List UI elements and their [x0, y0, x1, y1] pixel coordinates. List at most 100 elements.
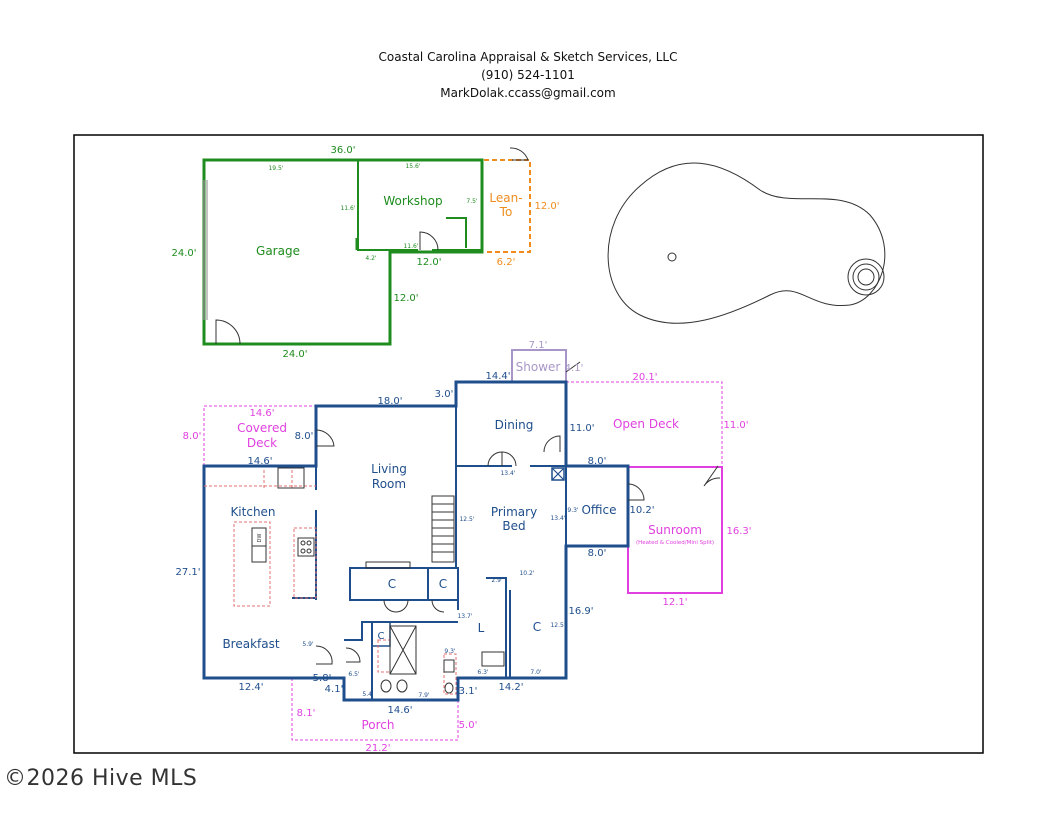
label-workshop: Workshop — [383, 194, 442, 208]
workshop-door — [419, 231, 439, 251]
dim-house-bottom-right: 14.2' — [498, 682, 523, 693]
dim-step-a: 5.8' — [313, 673, 332, 684]
dim-covered-top: 14.6' — [249, 408, 274, 419]
dim-primary-right: 13.4' — [550, 515, 565, 522]
dim-shower-right: 4.1' — [565, 363, 584, 374]
appliances — [251, 467, 505, 694]
dim-primary-bottom: 10.2' — [519, 570, 534, 577]
house — [202, 380, 630, 702]
dim-workshop-inner-right: 7.5' — [466, 198, 478, 205]
refrigerator-icon — [277, 467, 305, 489]
dim-bath-inner: 9.3' — [444, 648, 456, 655]
dim-lean-to-right: 12.0' — [534, 201, 559, 212]
toilet-icon — [380, 679, 392, 693]
garage-building — [202, 158, 484, 346]
dim-stairs-inner: 12.5' — [459, 516, 474, 523]
dim-open-deck-bottom: 8.0' — [588, 456, 607, 467]
dim-closet-right: 12.5' — [550, 622, 565, 629]
label-covered-deck-2: Deck — [247, 436, 277, 450]
label-primary-1: Primary — [491, 505, 537, 519]
interior-walls — [292, 406, 567, 700]
label-laundry: L — [478, 621, 485, 635]
ac-unit-icon — [551, 467, 565, 481]
label-primary-2: Bed — [502, 519, 525, 533]
dim-office-right: 10.2' — [629, 505, 654, 516]
dim-hall-small: 2.9' — [491, 577, 503, 584]
dim-sunroom-right: 16.3' — [726, 526, 751, 537]
dim-garage-top: 36.0' — [330, 145, 355, 156]
dim-house-left: 27.1' — [175, 567, 200, 578]
dim-bath-left: 13.7' — [457, 613, 472, 620]
label-dining: Dining — [495, 418, 534, 432]
label-closet-4: C — [378, 631, 385, 642]
dim-step-c: 3.1' — [459, 686, 478, 697]
label-office: Office — [581, 503, 616, 517]
pool-outline — [607, 162, 886, 324]
garage-entry-door — [215, 319, 241, 345]
fireplace — [365, 561, 411, 569]
dim-bath-bottom: 14.6' — [387, 705, 412, 716]
dim-closet-bottom: 7.0' — [530, 669, 542, 676]
garage-outline — [202, 158, 484, 346]
dim-office-bottom: 8.0' — [588, 548, 607, 559]
lean-to — [484, 159, 531, 253]
decks — [203, 381, 723, 741]
label-garage: Garage — [256, 244, 300, 258]
dimension-labels: 36.0' 24.0' 24.0' 12.0' 12.0' 19.5' 15.6… — [171, 145, 751, 754]
dim-breakfast-side: 5.9' — [302, 641, 314, 648]
label-living-1: Living — [371, 462, 407, 476]
covered-deck-outline — [203, 405, 316, 466]
label-sunroom: Sunroom — [648, 523, 702, 537]
stairs — [431, 495, 455, 563]
pool-drain-icon — [667, 252, 677, 262]
label-kitchen: Kitchen — [230, 505, 275, 519]
washer-dryer-icon — [481, 651, 505, 667]
cooktop-icon — [297, 537, 315, 557]
dim-open-deck-top: 20.1' — [632, 372, 657, 383]
dim-house-top-right: 14.4' — [485, 371, 510, 382]
label-open-deck: Open Deck — [613, 417, 679, 431]
dim-house-top-left: 18.0' — [377, 396, 402, 407]
dim-house-right-lower: 16.9' — [568, 606, 593, 617]
doors — [315, 429, 645, 665]
label-lean-to-2: To — [499, 205, 513, 219]
dim-breakfast-bottom: 12.4' — [238, 682, 263, 693]
porch-outline — [291, 678, 459, 741]
dim-covered-right: 8.0' — [295, 431, 314, 442]
company-phone: (910) 524-1101 — [481, 68, 575, 82]
house-outline — [202, 380, 630, 702]
dim-kitchen-top: 14.6' — [247, 456, 272, 467]
dim-workshop-top: 15.6' — [405, 163, 420, 170]
plan-frame — [73, 134, 984, 754]
kitchen-fixtures — [204, 470, 457, 695]
label-closet-2: C — [439, 577, 447, 591]
dim-lean-to-bottom: 6.2' — [497, 257, 516, 268]
kitchen-island — [233, 521, 271, 607]
sunroom-door — [703, 465, 721, 487]
watermark: ©2026 Hive MLS — [4, 766, 198, 791]
label-sunroom-note: (Heated & Cooled/Mini Split) — [636, 540, 714, 546]
label-closet-3: C — [533, 620, 541, 634]
dim-step-b: 4.1' — [325, 684, 344, 695]
company-email: MarkDolak.ccass@gmail.com — [440, 86, 616, 100]
company-name: Coastal Carolina Appraisal & Sketch Serv… — [378, 50, 678, 64]
dim-bath-c: 7.9' — [418, 692, 430, 699]
bath-sink-icon — [443, 659, 455, 673]
label-covered-deck-1: Covered — [237, 421, 287, 435]
dim-office-left: 9.3' — [567, 507, 579, 514]
dim-open-deck-right: 11.0' — [723, 420, 748, 431]
dim-porch-right: 5.0' — [459, 720, 478, 731]
dim-garage-left: 24.0' — [171, 248, 196, 259]
pool — [607, 162, 886, 324]
dim-covered-left: 8.0' — [183, 431, 202, 442]
sink-icon — [251, 545, 267, 563]
dim-open-deck-left: 11.0' — [569, 423, 594, 434]
outdoor-shower-outline — [511, 349, 567, 382]
dim-garage-bottom: 24.0' — [282, 349, 307, 360]
dim-workshop-left: 11.6' — [340, 205, 355, 212]
label-breakfast: Breakfast — [222, 637, 279, 651]
open-deck-outline — [566, 381, 723, 466]
dim-dining-inner: 13.4' — [500, 470, 515, 477]
label-shower: Shower — [516, 360, 561, 374]
